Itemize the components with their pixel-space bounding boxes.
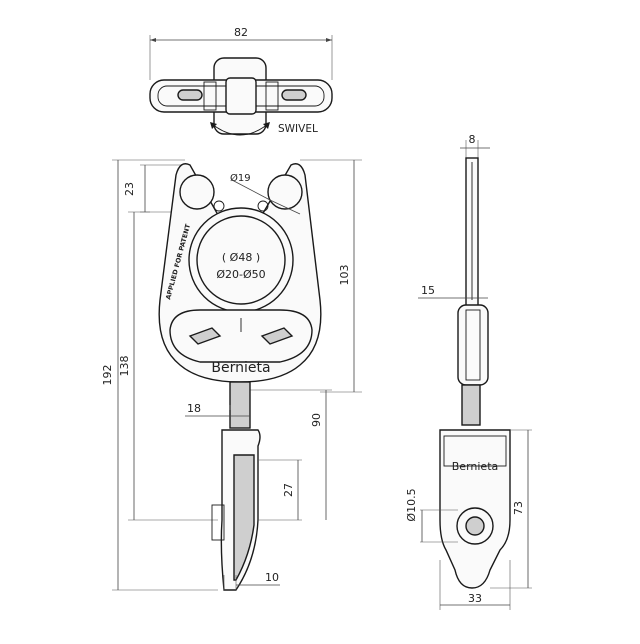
rivet-left: [213, 200, 225, 212]
dim-138-label: 138: [118, 356, 131, 377]
arrow: [326, 38, 332, 42]
side-label-plate: [443, 435, 507, 467]
range-diameter-label: Ø20-Ø50: [216, 268, 265, 281]
plate-marker-left: [188, 327, 222, 345]
dim-15-label: 15: [421, 284, 435, 297]
swivel-arrow-right: [263, 122, 270, 129]
ear-hole-left: [179, 174, 215, 210]
top-slot-right: [281, 89, 307, 101]
neck-shaft: [229, 381, 251, 429]
dim-18-label: 18: [187, 402, 201, 415]
dim-73-label: 73: [512, 501, 525, 515]
side-bulge-inner: [465, 309, 481, 381]
inner-ring: [196, 215, 286, 305]
dim-23-label: 23: [123, 182, 136, 196]
dim-10-label: 10: [265, 571, 279, 584]
dim-90-label: 90: [310, 413, 323, 427]
side-bulge: [457, 304, 489, 386]
arrow: [150, 38, 156, 42]
brand-plate: [169, 309, 313, 363]
swivel-label: SWIVEL: [278, 123, 318, 135]
hook-latch: [211, 504, 225, 541]
dim-33-label: 33: [468, 592, 482, 605]
phi10.5-label: Ø10.5: [405, 488, 418, 521]
phi19-label: Ø19: [230, 172, 251, 184]
top-center-block: [225, 77, 257, 115]
dim-103-label: 103: [338, 265, 351, 286]
side-brand-label: Bernieta: [452, 460, 499, 473]
side-view: 8 15 Bernieta Ø10.5 73 33: [405, 133, 532, 610]
dim-192-label: 192: [101, 365, 114, 386]
swivel-arc: [211, 123, 269, 136]
brand-label: Bernieta: [211, 360, 270, 376]
top-slot-left: [177, 89, 203, 101]
rivet-right: [257, 200, 269, 212]
front-view: 23 192 138 103 90 Ø19 ( Ø48 ): [101, 159, 362, 591]
dim-27-label: 27: [282, 483, 295, 497]
leader-phi19-ext: [269, 199, 301, 215]
dim-8-label: 8: [469, 133, 476, 146]
dim-82-label: 82: [234, 26, 248, 39]
inner-diameter-label: ( Ø48 ): [222, 251, 260, 264]
top-clip-right: [265, 81, 279, 111]
side-pin-inner: [465, 516, 485, 536]
side-neck: [461, 384, 481, 426]
top-clip-left: [203, 81, 217, 111]
leader-phi19: [231, 179, 271, 201]
plate-marker-right: [260, 327, 294, 345]
top-view: 82 SWIVEL: [149, 26, 333, 136]
swivel-arrow-left: [210, 122, 217, 129]
ear-hole-right: [267, 174, 303, 210]
